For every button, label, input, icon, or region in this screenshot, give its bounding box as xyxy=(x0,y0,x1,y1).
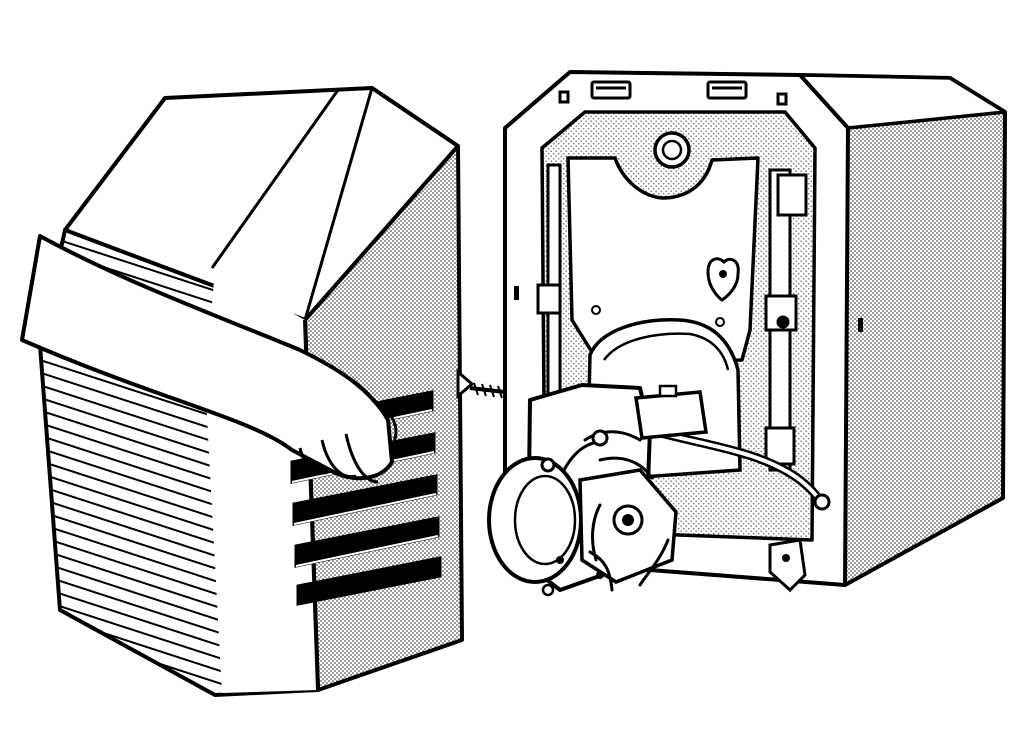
finger-1 xyxy=(298,447,333,475)
plate-screw xyxy=(591,305,601,315)
rail-clips xyxy=(536,173,808,466)
ignition-terminal xyxy=(540,457,556,473)
arm xyxy=(20,234,394,481)
foot-bracket xyxy=(768,538,807,593)
casing-top-edge xyxy=(303,87,374,321)
side-slot xyxy=(514,286,519,300)
casing-top-fold xyxy=(210,89,340,269)
top-fixing-slots xyxy=(558,80,788,106)
inspection-cover xyxy=(706,257,740,302)
plate-screw xyxy=(715,317,725,327)
heat-exchanger-plate xyxy=(566,156,760,367)
casing-mounting-tab xyxy=(456,368,475,400)
burner-pipework xyxy=(562,430,670,592)
thumb xyxy=(371,398,398,447)
solenoid-valve xyxy=(633,390,709,440)
finger-2 xyxy=(320,439,357,479)
hand-holding-casing xyxy=(20,234,398,484)
side-slot xyxy=(858,318,863,332)
oil-burner-assembly xyxy=(487,383,709,597)
ignition-terminal xyxy=(591,429,609,447)
finger-3 xyxy=(344,433,379,484)
